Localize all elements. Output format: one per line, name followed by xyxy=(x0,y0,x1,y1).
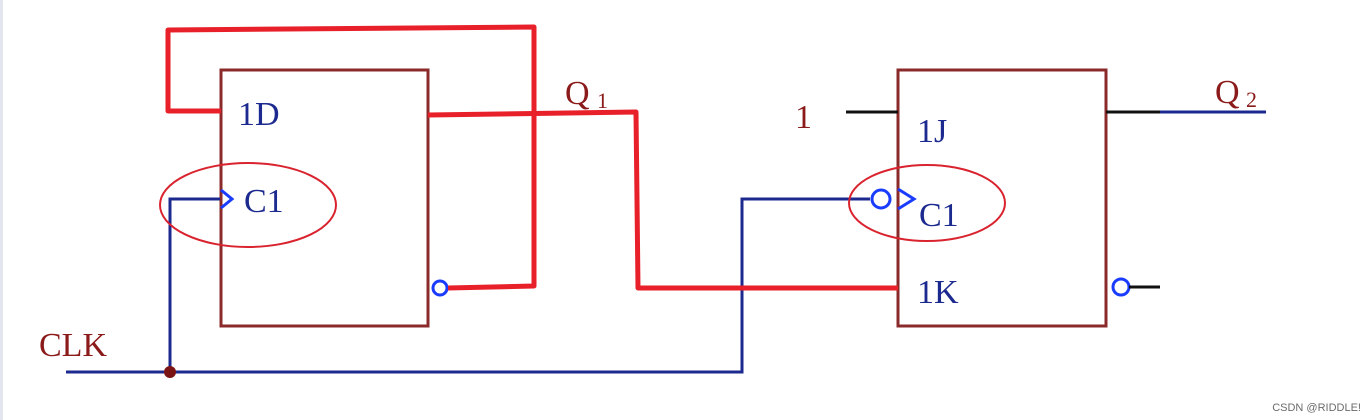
ff2-j-label: 1J xyxy=(917,113,947,150)
flip-flop-1-block xyxy=(219,68,430,328)
ff1-clock-highlight-ellipse xyxy=(159,162,337,248)
ff2-c-label: C1 xyxy=(919,197,959,234)
q2-label-letter: Q xyxy=(1215,74,1240,111)
ff2-clock-inversion-bubble-icon xyxy=(870,188,892,210)
ff1-d-label: 1D xyxy=(238,96,280,133)
q1-label-subscript: 1 xyxy=(597,88,608,113)
clk-branch-wire xyxy=(168,197,220,372)
clk-junction-dot xyxy=(164,366,176,378)
q2-label-subscript: 2 xyxy=(1246,87,1257,112)
ff2-qbar-inversion-bubble-icon xyxy=(1111,277,1131,297)
ff2-k-label: 1K xyxy=(917,274,959,311)
ff2-clock-triangle-icon xyxy=(897,187,917,211)
left-edge-strip xyxy=(0,0,3,420)
q1-to-k-wire xyxy=(427,109,898,291)
j-input-constant-label: 1 xyxy=(795,99,812,136)
ff1-clock-triangle-icon xyxy=(220,188,235,210)
clk-label: CLK xyxy=(39,327,107,364)
ff2-clock-highlight-ellipse xyxy=(848,164,1006,242)
csdn-watermark: CSDN @RIDDLE! xyxy=(1272,402,1361,414)
q1-label-letter: Q xyxy=(565,75,590,112)
flip-flop-2-block xyxy=(896,68,1108,328)
ff1-c-label: C1 xyxy=(244,183,284,220)
feedback-qbar-to-d-wire xyxy=(165,24,537,291)
ff1-qbar-inversion-bubble-icon xyxy=(431,279,449,297)
